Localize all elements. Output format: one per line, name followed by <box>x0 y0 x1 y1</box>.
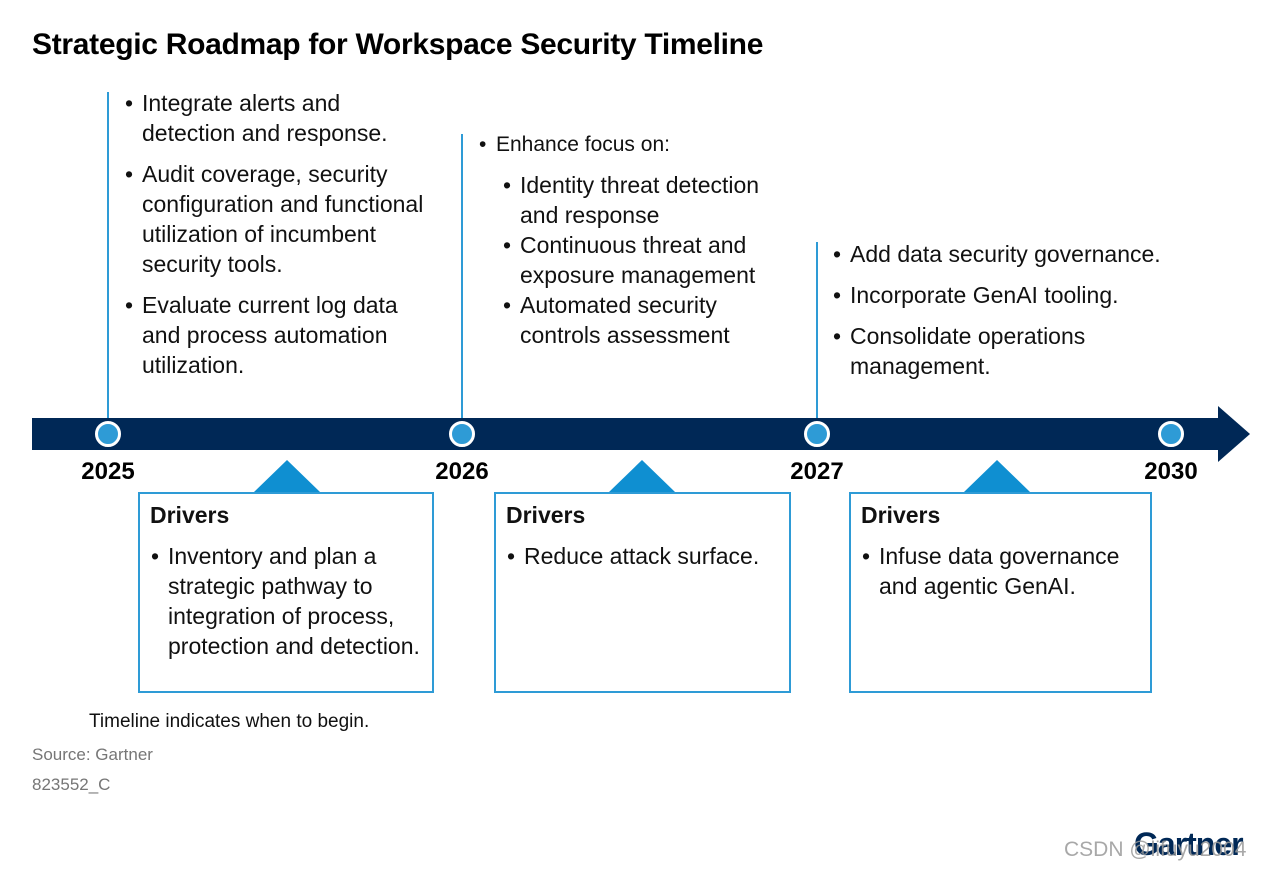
milestone-connector-2026 <box>461 134 463 424</box>
drivers-heading: Drivers <box>506 502 586 528</box>
list-item: Add data security governance. <box>832 239 1182 269</box>
milestone-dot-2030 <box>1158 421 1184 447</box>
actions-2027: Add data security governance. Incorporat… <box>832 239 1182 392</box>
list-item: Consolidate operations management. <box>832 321 1182 381</box>
year-label-2030: 2030 <box>1144 458 1198 485</box>
list-item: Reduce attack surface. <box>506 541 779 571</box>
page-title: Strategic Roadmap for Workspace Security… <box>32 28 764 61</box>
driver-pointer-icon <box>254 460 320 492</box>
driver-pointer-icon <box>964 460 1030 492</box>
year-label-2026: 2026 <box>435 458 489 485</box>
list-item: Continuous threat and exposure managemen… <box>502 230 768 290</box>
milestone-dot-2026 <box>449 421 475 447</box>
source-label: Source: Gartner <box>32 745 153 764</box>
drivers-box-2027: Drivers Infuse data governance and agent… <box>849 492 1152 693</box>
list-item: Audit coverage, security configuration a… <box>124 159 434 279</box>
gartner-logo: Gartner <box>1134 826 1244 862</box>
list-item: Automated security controls assessment <box>502 290 768 350</box>
milestone-connector-2025 <box>107 92 109 424</box>
timeline-arrow-icon <box>1218 406 1250 462</box>
milestone-dot-2025 <box>95 421 121 447</box>
milestone-connector-2027 <box>816 242 818 424</box>
focus-lead: Enhance focus on: <box>478 130 768 160</box>
watermark: CSDN @lifuyu2004 <box>1064 838 1247 861</box>
list-item: Integrate alerts and detection and respo… <box>124 88 434 148</box>
drivers-heading: Drivers <box>861 502 941 528</box>
driver-pointer-icon <box>609 460 675 492</box>
milestone-dot-2027 <box>804 421 830 447</box>
actions-2025: Integrate alerts and detection and respo… <box>124 88 434 391</box>
drivers-heading: Drivers <box>150 502 230 528</box>
drivers-box-2026: Drivers Reduce attack surface. <box>494 492 791 693</box>
timeline-note: Timeline indicates when to begin. <box>89 711 370 732</box>
list-item: Incorporate GenAI tooling. <box>832 280 1182 310</box>
drivers-box-2025: Drivers Inventory and plan a strategic p… <box>138 492 434 693</box>
actions-2026: Enhance focus on: Identity threat detect… <box>478 130 768 350</box>
year-label-2025: 2025 <box>81 458 135 485</box>
list-item: Infuse data governance and agentic GenAI… <box>861 541 1140 601</box>
timeline-bar <box>32 418 1220 450</box>
list-item: Evaluate current log data and process au… <box>124 290 434 380</box>
list-item: Identity threat detection and response <box>502 170 768 230</box>
year-label-2027: 2027 <box>790 458 844 485</box>
document-id: 823552_C <box>32 775 111 794</box>
list-item: Inventory and plan a strategic pathway t… <box>150 541 422 661</box>
